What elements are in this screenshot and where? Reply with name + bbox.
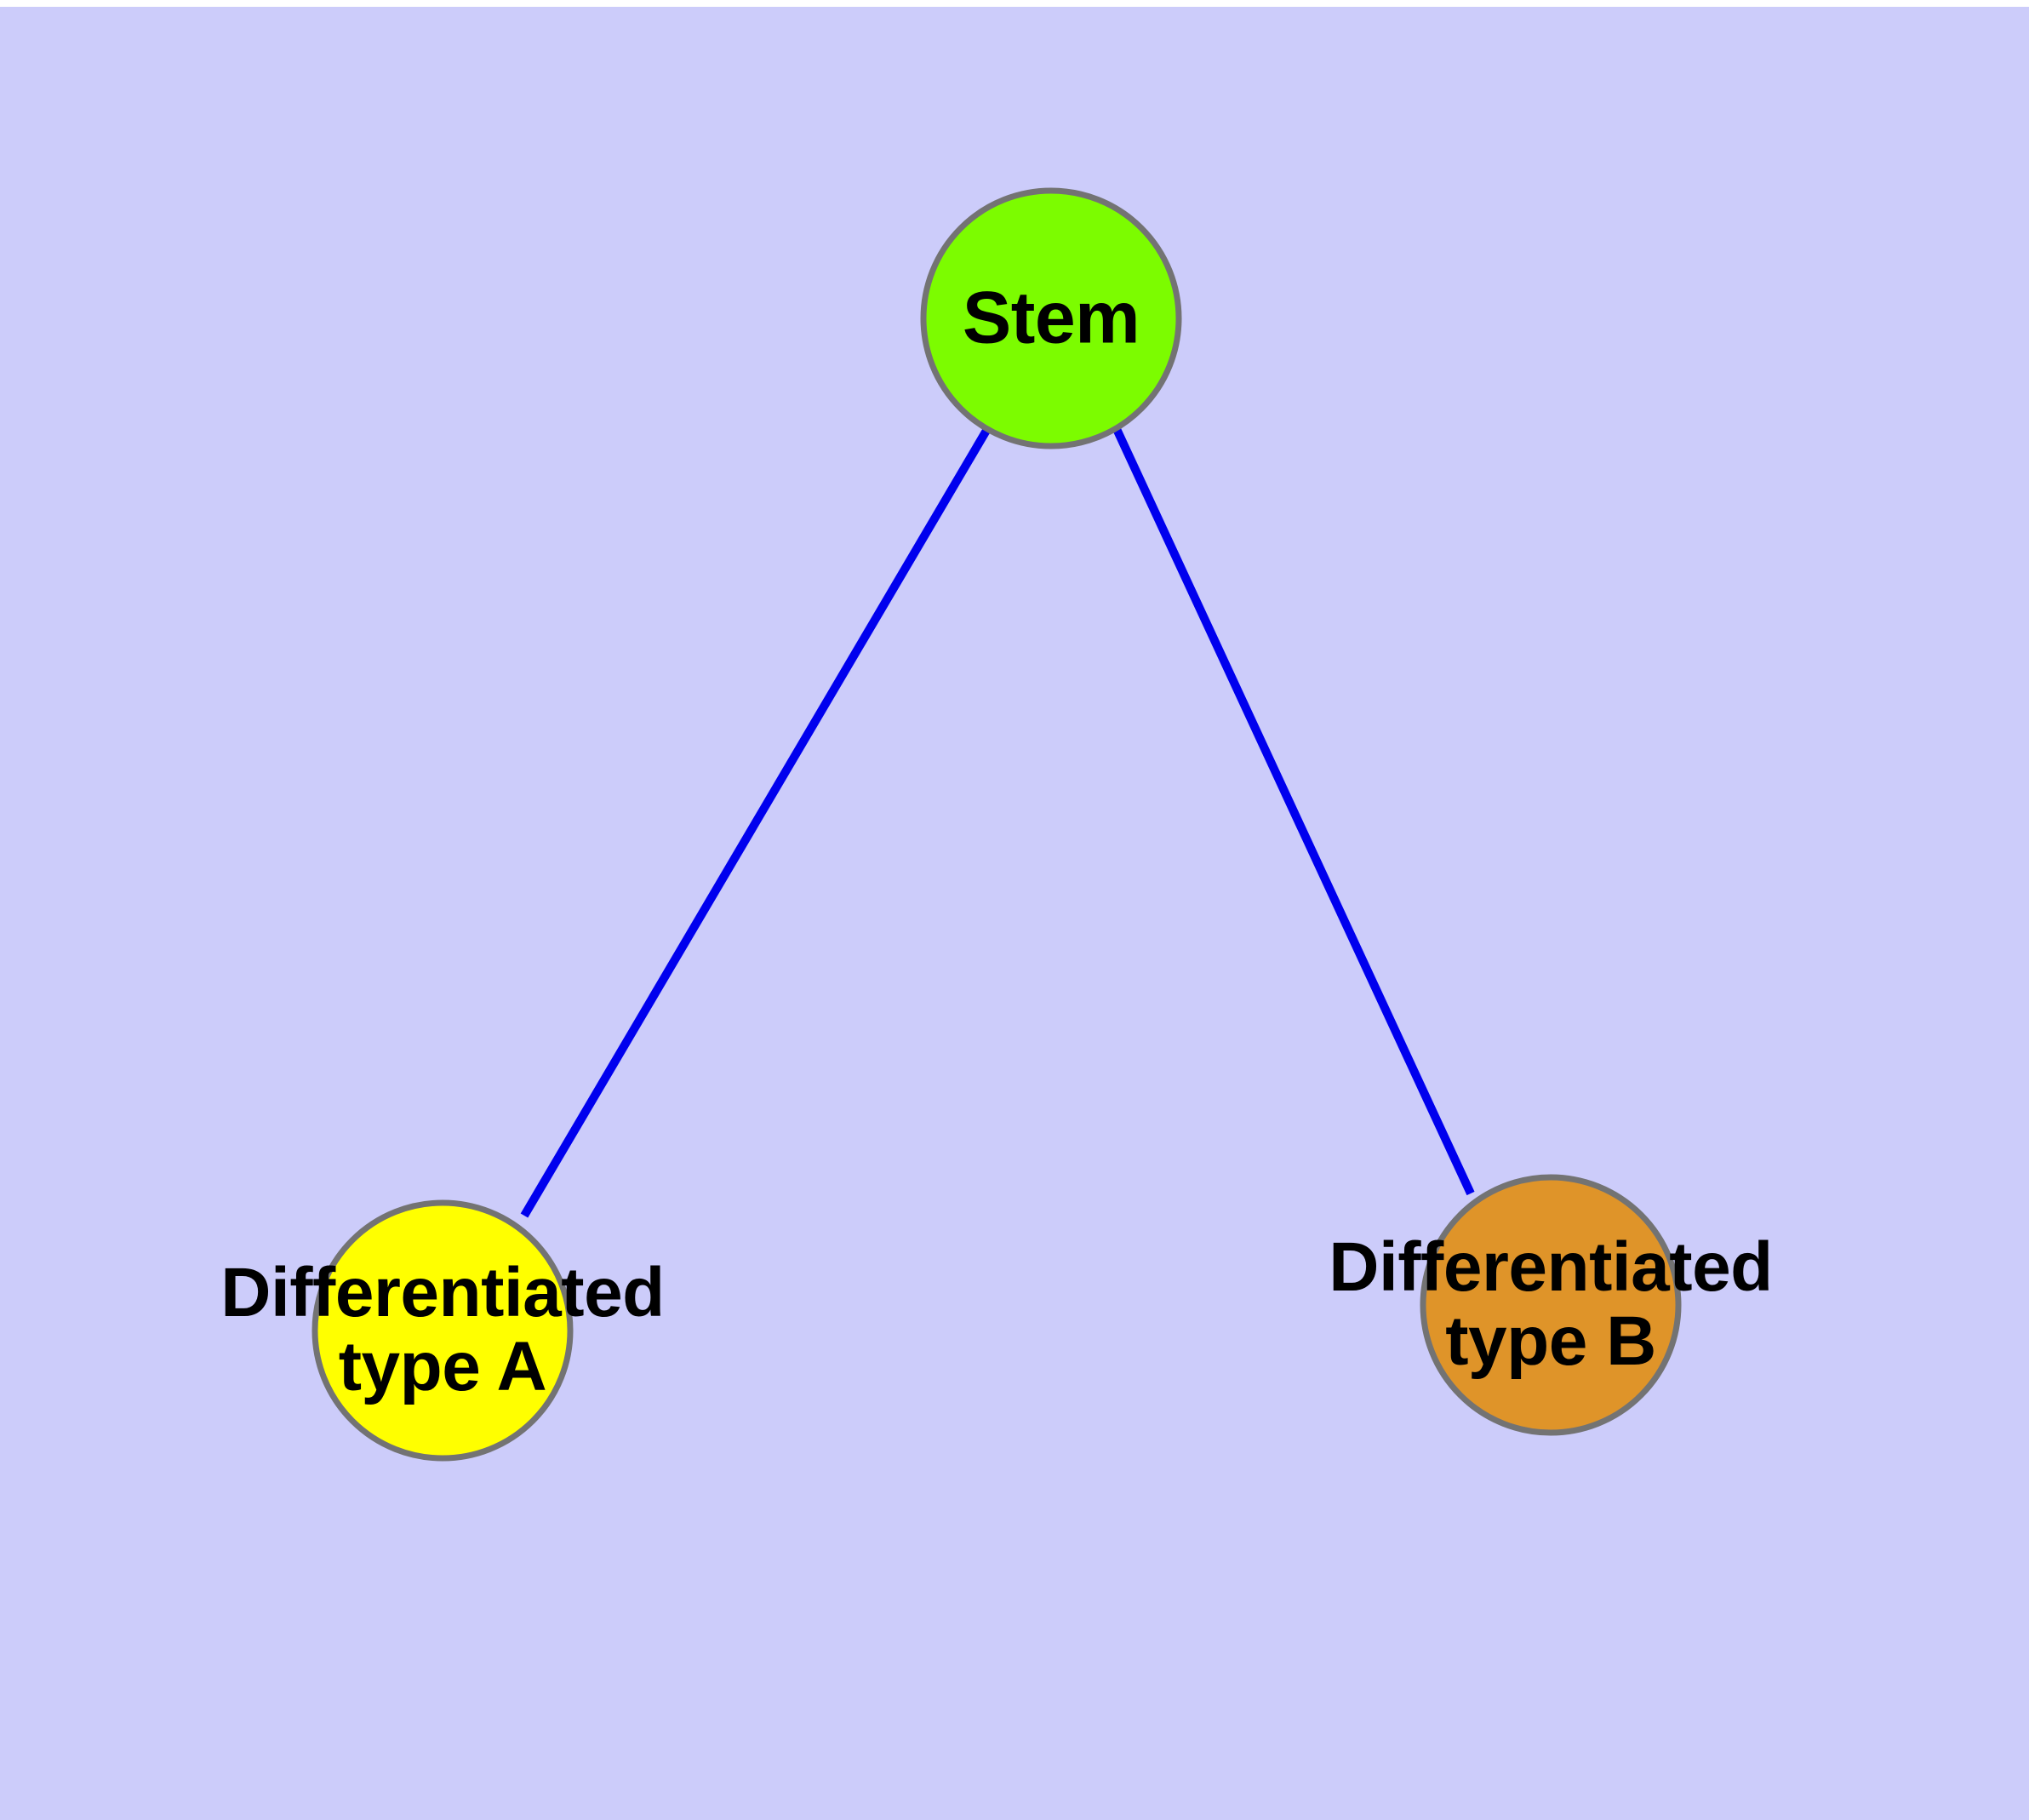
graph-edge-stem-to-diff_b[interactable] bbox=[1112, 426, 1475, 1196]
edge-layer bbox=[520, 426, 1475, 1218]
graph-edge-stem-to-diff_a[interactable] bbox=[520, 426, 992, 1218]
graph-node-stem[interactable] bbox=[920, 187, 1182, 449]
node-layer bbox=[311, 187, 1682, 1462]
graph-node-diff_a[interactable] bbox=[311, 1199, 574, 1462]
graph-node-diff_b[interactable] bbox=[1420, 1174, 1682, 1436]
